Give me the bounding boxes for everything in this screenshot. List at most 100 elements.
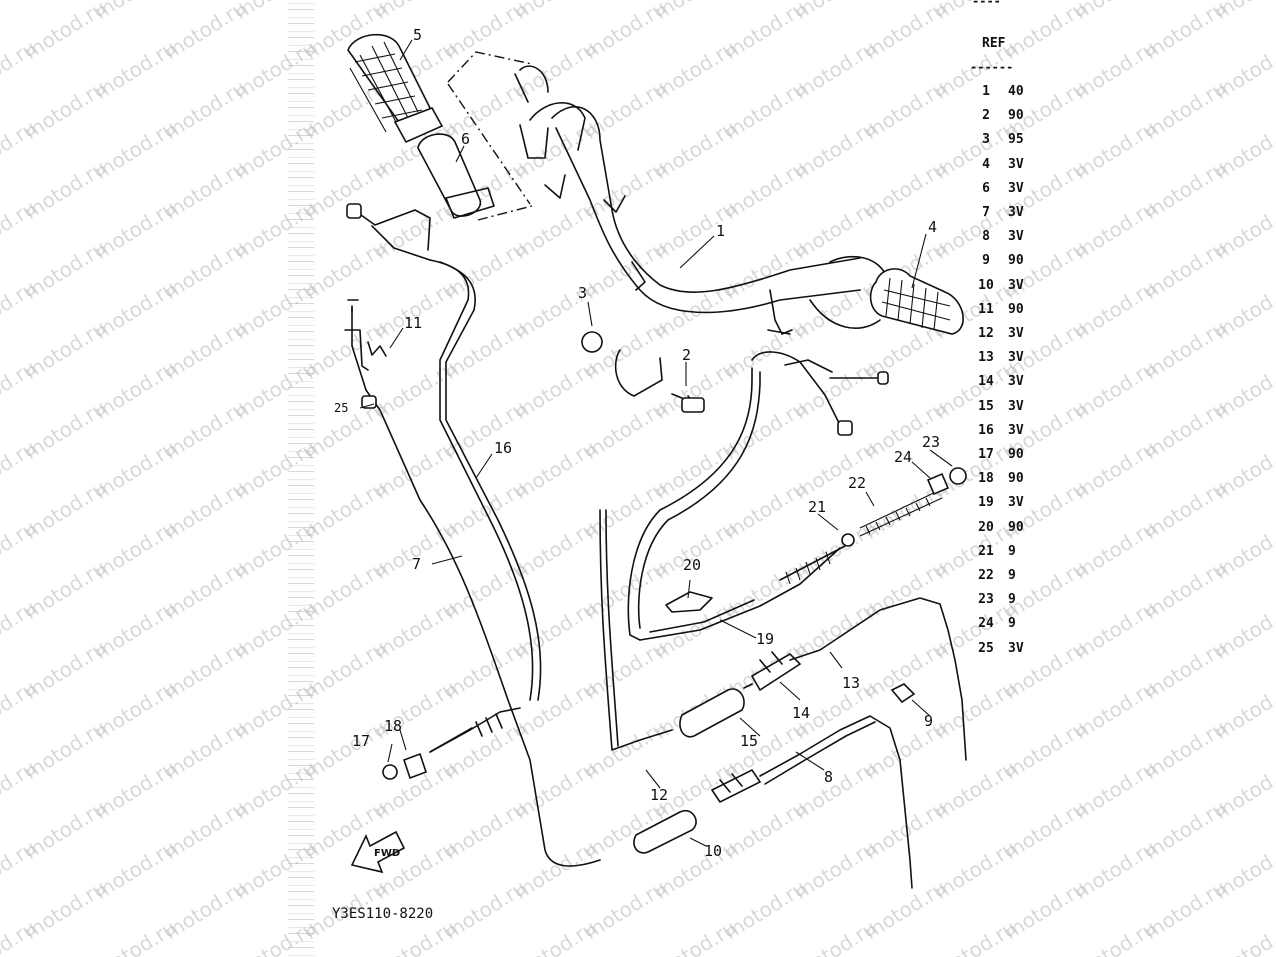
ref-code: 3V	[1008, 180, 1024, 196]
ref-top-fragment: ----	[972, 0, 1001, 8]
ref-code: 90	[1008, 301, 1024, 317]
ref-code: 90	[1008, 108, 1024, 124]
callout-17: 17	[352, 732, 370, 750]
ref-row: 19 3V	[968, 495, 1024, 515]
ref-row: 11 90	[968, 301, 1024, 322]
ref-number: 6	[982, 180, 990, 196]
left-grip	[347, 33, 444, 144]
cable-8-10	[633, 715, 913, 889]
throttle-sleeve	[417, 51, 533, 221]
ref-code: 90	[1008, 471, 1024, 487]
ref-number: 24	[978, 616, 994, 632]
ref-row: 1 40	[968, 84, 1024, 104]
ref-code: 3V	[1008, 422, 1024, 438]
watermark-text: motod.ru	[790, 915, 881, 957]
ref-column-header: REF	[982, 36, 1006, 51]
callout-20: 20	[683, 556, 701, 574]
ref-number: 25	[978, 640, 994, 656]
ref-row: 23 9	[968, 592, 1016, 612]
ref-code: 3V	[1008, 229, 1024, 245]
ref-number: 4	[982, 156, 990, 172]
callout-3: 3	[578, 284, 587, 302]
callout-14: 14	[792, 704, 810, 722]
ref-row: 3 95	[968, 132, 1024, 152]
ref-number: 12	[978, 326, 994, 341]
ref-number: 3	[982, 132, 990, 148]
callout-19: 19	[756, 630, 774, 648]
leader-lines	[359, 39, 953, 847]
ref-number: 8	[982, 229, 990, 245]
small-parts-misc	[382, 331, 916, 780]
ref-number: 22	[978, 568, 994, 583]
left-lever-assembly	[346, 203, 542, 701]
ref-code: 9	[1008, 592, 1016, 608]
ref-number: 17	[978, 447, 994, 462]
ref-number: 21	[978, 543, 994, 559]
ref-number: 9	[982, 253, 990, 269]
ref-row: 25 3V	[968, 640, 1024, 661]
cable-12	[599, 509, 673, 751]
callout-10: 10	[704, 842, 722, 860]
ref-code: 3V	[1008, 277, 1024, 293]
reference-table: ---- REF ------ 1 40 2 90 3 95 4 3V 6 3V 7 3V 8 3V 9 90…	[968, 0, 1276, 957]
ref-number: 19	[978, 495, 994, 511]
ref-number: 2	[982, 108, 990, 124]
ref-number: 7	[982, 205, 990, 220]
watermark-text: motod.ru	[650, 915, 741, 957]
watermark-text: motod.ru	[230, 915, 321, 957]
watermark-text: motod.ru	[0, 0, 40, 24]
ref-number: 15	[978, 398, 994, 414]
ref-row: 7 3V	[968, 205, 1024, 225]
ref-code: 90	[1008, 519, 1024, 535]
ref-row: 9 90	[968, 253, 1024, 273]
callout-12: 12	[650, 786, 668, 804]
callout-11: 11	[404, 314, 422, 332]
ref-number: 11	[978, 301, 994, 317]
ref-row: 21 9	[968, 544, 1016, 564]
callout-8: 8	[824, 768, 833, 786]
right-lever-assembly	[627, 351, 889, 641]
ref-row: 10 3V	[968, 277, 1024, 298]
junction-14-15	[679, 597, 967, 761]
callout-15: 15	[740, 732, 758, 750]
callout-4: 4	[928, 218, 937, 236]
scan-edge	[288, 0, 314, 957]
ref-header-rule: ------	[970, 60, 1014, 74]
ref-code: 3V	[1008, 640, 1024, 656]
ref-code: 3V	[1008, 495, 1024, 511]
ref-row: 8 3V	[968, 229, 1024, 249]
callout-9: 9	[924, 712, 933, 730]
ref-number: 10	[978, 277, 994, 293]
diagram-caption: Y3ES110-8220	[332, 906, 433, 922]
callout-25: 25	[334, 401, 348, 415]
callout-13: 13	[842, 674, 860, 692]
callout-22: 22	[848, 474, 866, 492]
ref-number: 18	[978, 471, 994, 487]
right-grip	[869, 268, 964, 335]
ref-code: 3V	[1008, 350, 1024, 366]
ref-code: 3V	[1008, 156, 1024, 172]
ref-number: 1	[982, 84, 990, 99]
ref-code: 40	[1008, 84, 1024, 99]
ref-number: 20	[978, 519, 994, 535]
callout-16: 16	[494, 439, 512, 457]
ref-code: 95	[1008, 132, 1024, 148]
ref-code: 90	[1008, 253, 1024, 269]
ref-row: 2 90	[968, 108, 1024, 128]
ref-number: 16	[978, 422, 994, 438]
ref-code: 9	[1008, 543, 1016, 559]
ref-code: 3V	[1008, 205, 1024, 220]
ref-row: 16 3V	[968, 422, 1024, 443]
callout-6: 6	[461, 130, 470, 148]
watermark-text: motod.ru	[90, 915, 181, 957]
spring-assembly	[779, 467, 967, 585]
ref-number: 23	[978, 592, 994, 608]
watermark-text: motod.ru	[510, 915, 601, 957]
